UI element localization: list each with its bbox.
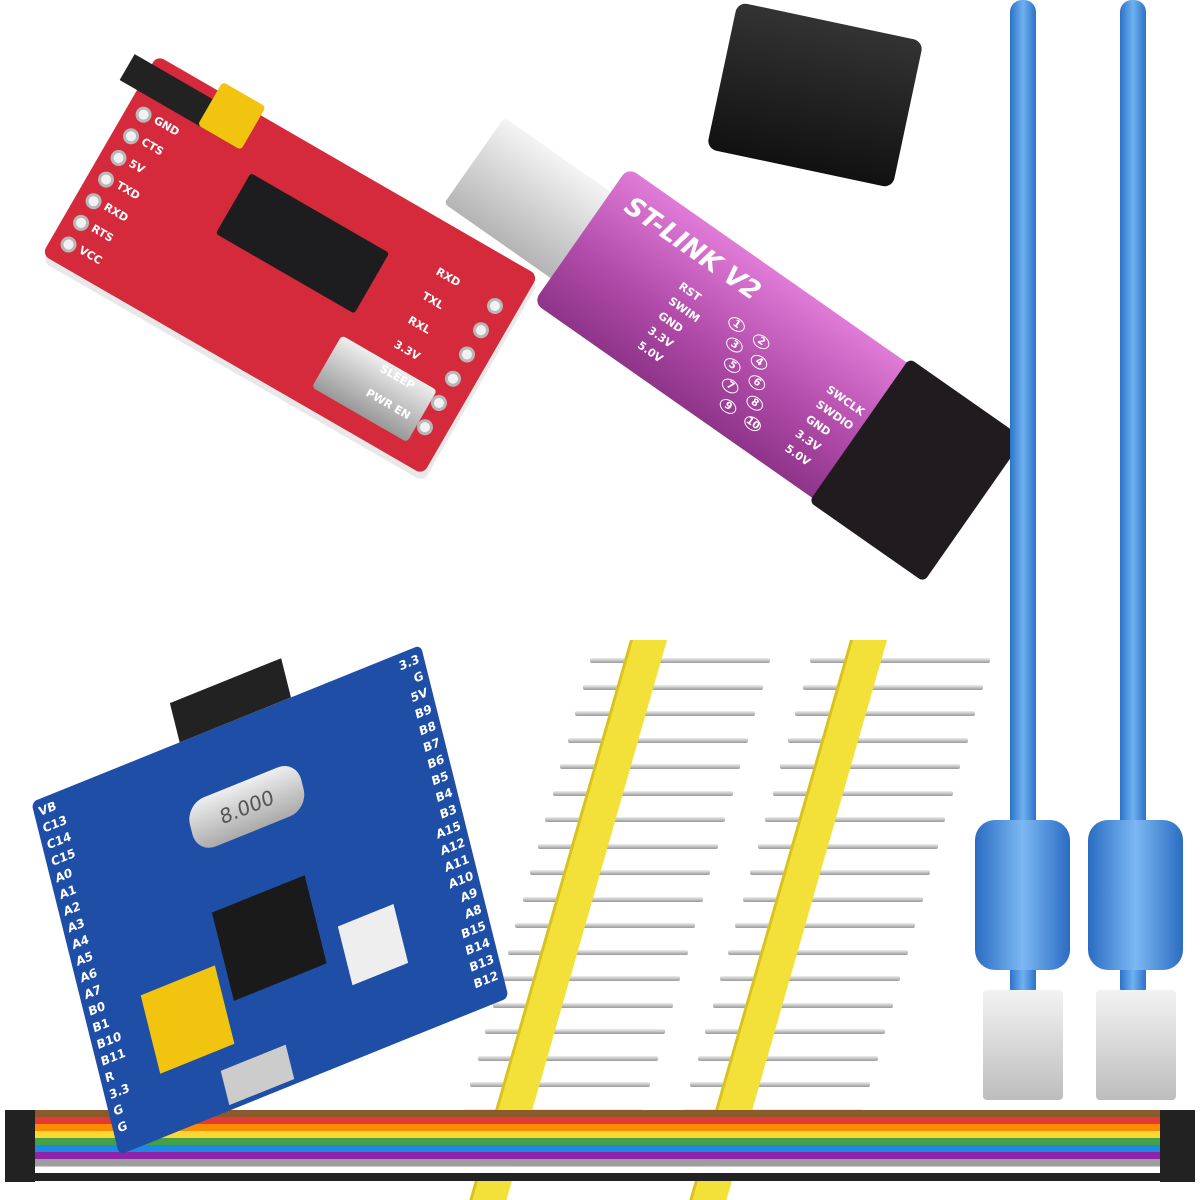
pin-hole — [107, 147, 130, 169]
header-pin — [515, 923, 695, 928]
reset-button — [337, 904, 409, 986]
header-pin — [507, 949, 688, 955]
ftdi-pin-label: RXD — [101, 200, 131, 225]
ftdi-pin-label: CTS — [138, 135, 166, 159]
stlink-pin-number: 8 — [743, 392, 766, 414]
jumper-wire — [20, 1131, 1180, 1139]
header-pin — [690, 1082, 870, 1087]
header-pin — [552, 790, 733, 796]
header-pin — [705, 1029, 885, 1034]
usb-a-plug — [983, 990, 1063, 1100]
pin-hole — [132, 103, 155, 126]
pin-hole — [470, 319, 492, 342]
header-pin — [582, 684, 763, 690]
header-pin — [492, 1002, 673, 1008]
pin-hole — [456, 343, 478, 366]
stlink-pin-number: 6 — [745, 372, 768, 394]
header-pin — [500, 976, 680, 981]
stlink-pin-number: 9 — [716, 395, 740, 417]
jumper-wires — [0, 1110, 1200, 1185]
header-pin — [545, 817, 725, 822]
header-pin — [802, 684, 983, 690]
pin-hole — [484, 295, 506, 317]
crystal: 8.000 — [185, 759, 309, 854]
ftdi-pin-label: TXD — [113, 178, 143, 203]
ftdi-chip — [215, 173, 390, 314]
header-pin — [530, 870, 710, 875]
header-pin — [697, 1055, 878, 1061]
header-pin — [742, 896, 923, 902]
header-pin — [470, 1082, 650, 1087]
usb-cable-head — [975, 820, 1070, 970]
header-pin — [567, 737, 748, 743]
header-pin — [780, 764, 960, 769]
ftdi-pin-label: 5V — [126, 157, 147, 177]
header-pin — [757, 843, 938, 849]
jumper-wire — [20, 1117, 1180, 1125]
swd-header — [169, 658, 291, 743]
header-pin — [727, 949, 908, 955]
jumper-wire — [20, 1110, 1180, 1118]
header-pin — [575, 711, 755, 716]
stlink-cap — [706, 1, 924, 189]
pin-hole — [442, 367, 464, 390]
header-pin — [485, 1029, 665, 1034]
header-pin — [522, 896, 703, 902]
ftdi-pin-label: RXD — [433, 265, 463, 290]
usb-a-plug — [1096, 990, 1176, 1100]
header-pin — [810, 658, 990, 663]
ftdi-pin-label: 3.3V — [391, 337, 423, 364]
ftdi-pin-label: RTS — [88, 221, 116, 245]
jumper-wire — [20, 1159, 1180, 1167]
micro-usb-port — [220, 1044, 295, 1106]
header-pin — [735, 923, 915, 928]
header-pin — [772, 790, 953, 796]
header-pin — [765, 817, 945, 822]
header-pin — [560, 764, 740, 769]
jumper-wire — [20, 1145, 1180, 1153]
header-pin — [787, 737, 968, 743]
header-pin — [712, 1002, 893, 1008]
stlink-pin-number: 1 — [725, 314, 748, 336]
stlink-pin-number: 5 — [721, 355, 744, 377]
header-pin — [477, 1055, 658, 1061]
boot-jumpers — [140, 965, 235, 1074]
ftdi-pin-label: VCC — [76, 243, 105, 268]
ftdi-pin-label: RXL — [405, 313, 433, 337]
jumper-wire — [20, 1173, 1180, 1181]
pin-hole — [82, 190, 105, 213]
header-pin — [537, 843, 718, 849]
stlink-pin-number: 3 — [723, 334, 746, 356]
pin-hole — [120, 125, 142, 148]
stm32-chip — [211, 875, 327, 1001]
jumper-wire — [20, 1124, 1180, 1132]
header-pin — [590, 658, 770, 663]
header-pin — [750, 870, 930, 875]
stlink-pin-number: 2 — [750, 331, 773, 353]
usb-cable-head — [1088, 820, 1183, 970]
wire-connector — [1160, 1110, 1195, 1182]
header-pin — [720, 976, 900, 981]
stlink-pin-number: 7 — [719, 375, 742, 397]
stlink-pin-number: 10 — [741, 413, 764, 435]
ftdi-pin-label: TXL — [419, 289, 447, 313]
pin-hole — [95, 168, 117, 191]
pin-hole — [70, 211, 92, 234]
wire-connector — [5, 1110, 35, 1182]
stlink-pin-number: 4 — [747, 351, 771, 373]
pin-hole — [57, 233, 80, 256]
header-pin — [795, 711, 975, 716]
jumper-wire — [20, 1152, 1180, 1160]
jumper — [197, 81, 266, 151]
jumper-wire — [20, 1138, 1180, 1146]
ftdi-pin-label: GND — [151, 113, 182, 139]
